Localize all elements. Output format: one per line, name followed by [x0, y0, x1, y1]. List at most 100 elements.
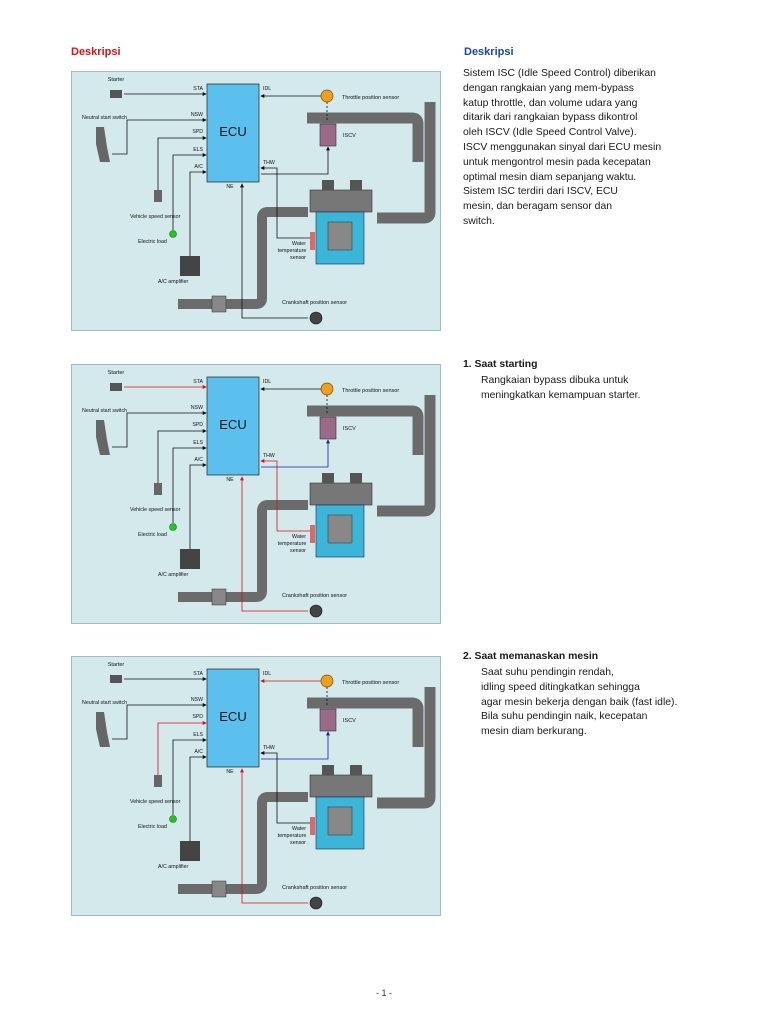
section-2-body: Saat suhu pendingin rendah, idling speed…	[481, 666, 677, 740]
intro-line: untuk mengontrol mesin pada kecepatan	[463, 156, 651, 168]
electric-load-label: Electric load	[138, 239, 167, 245]
engine-valve-left	[322, 473, 334, 483]
thw-line	[260, 751, 310, 824]
els-line	[172, 738, 207, 815]
iscv-line	[261, 439, 330, 468]
crankshaft-sensor-label: Crankshaft position sensor	[282, 885, 347, 891]
iscv-line	[261, 146, 330, 175]
bypass-pipe	[307, 112, 424, 162]
vehicle-speed-sensor-label: Vehicle speed sensor	[130, 214, 181, 220]
ac-amplifier-icon	[180, 549, 200, 569]
pin-thw-label: THW	[263, 745, 275, 751]
pin-ac-label: A/C	[194, 164, 203, 170]
ac-amplifier-label: A/C amplifier	[158, 864, 189, 870]
intro-text: Sistem ISC (Idle Speed Control) diberika…	[463, 67, 661, 230]
ne-line	[240, 768, 308, 904]
iscv-line	[261, 731, 330, 760]
throttle-sensor-icon	[320, 382, 334, 396]
crankshaft-sensor-icon	[309, 604, 323, 618]
vehicle-speed-sensor-icon	[154, 190, 162, 202]
exhaust-pipe	[178, 500, 308, 602]
section-2-title: 2. Saat memanaskan mesin	[463, 651, 599, 662]
iscv-body	[319, 123, 337, 147]
crankshaft-sensor-icon	[309, 896, 323, 910]
starter-label: Starter	[108, 662, 125, 668]
pin-nsw-label: NSW	[191, 697, 203, 703]
intake-pipe	[377, 687, 436, 809]
section-line: Saat suhu pendingin rendah,	[481, 667, 614, 678]
ecu-label: ECU	[219, 709, 246, 724]
vehicle-speed-sensor-label: Vehicle speed sensor	[130, 799, 181, 805]
bypass-pipe	[307, 697, 424, 747]
engine-valve-right	[350, 180, 362, 190]
intro-line: oleh ISCV (Idle Speed Control Valve).	[463, 127, 637, 139]
bypass-pipe	[307, 405, 424, 455]
ecu-label: ECU	[219, 417, 246, 432]
pin-ne-label: NE	[226, 769, 234, 775]
intro-line: ISCV menggunakan sinyal dari ECU mesin	[463, 141, 662, 153]
crank-pulley	[211, 588, 227, 606]
throttle-sensor-label: Throttle position sensor	[342, 388, 399, 394]
engine-head	[309, 189, 373, 213]
starter-icon	[110, 90, 122, 98]
vehicle-speed-sensor-label: Vehicle speed sensor	[130, 507, 181, 513]
crankshaft-sensor-icon	[309, 311, 323, 325]
throttle-sensor-label: Throttle position sensor	[342, 680, 399, 686]
neutral-switch-label: Neutral start switch	[82, 408, 127, 414]
water-temp-label-1: Water	[292, 826, 306, 832]
iscv-label: ISCV	[343, 718, 356, 724]
water-temp-label-1: Water	[292, 241, 306, 247]
throttle-sensor-icon	[320, 89, 334, 103]
electric-load-label: Electric load	[138, 532, 167, 538]
vehicle-speed-sensor-icon	[154, 483, 162, 495]
pin-spd-label: SPD	[192, 714, 203, 720]
ac-amplifier-icon	[180, 841, 200, 861]
nsw-line	[112, 411, 207, 448]
pin-els-label: ELS	[193, 732, 203, 738]
iscv-body	[319, 416, 337, 440]
water-temp-sensor-icon	[310, 525, 315, 543]
intake-pipe	[377, 395, 436, 517]
intro-line: Sistem ISC terdiri dari ISCV, ECU	[463, 186, 618, 198]
pin-idl-label: IDL	[263, 671, 271, 677]
left-heading: Deskripsi	[71, 46, 121, 58]
water-temp-label-2: temperature	[278, 248, 307, 254]
nsw-line	[112, 118, 207, 155]
water-temp-label-3: sensor	[290, 548, 306, 554]
spd-line	[157, 136, 207, 190]
crankshaft-sensor-label: Crankshaft position sensor	[282, 593, 347, 599]
pin-thw-label: THW	[263, 453, 275, 459]
intro-line: dengan rangkaian yang mem-bypass	[463, 82, 634, 94]
water-temp-label-1: Water	[292, 534, 306, 540]
water-temp-label-2: temperature	[278, 833, 307, 839]
iscv-label: ISCV	[343, 133, 356, 139]
piston	[327, 806, 353, 836]
pin-ac-label: A/C	[194, 457, 203, 463]
neutral-switch-icon	[96, 420, 110, 455]
pin-els-label: ELS	[193, 440, 203, 446]
section-line: idling speed ditingkatkan sehingga	[481, 681, 640, 693]
crank-pulley	[211, 880, 227, 898]
electric-load-label: Electric load	[138, 824, 167, 830]
ac-line	[189, 463, 207, 549]
piston	[327, 221, 353, 251]
pin-sta-label: STA	[193, 86, 203, 92]
section-1-title: 1. Saat starting	[463, 359, 538, 370]
section-1-body: Rangkaian bypass dibuka untuk meningkatk…	[481, 374, 640, 404]
piston	[327, 514, 353, 544]
neutral-switch-label: Neutral start switch	[82, 700, 127, 706]
water-temp-sensor-icon	[310, 817, 315, 835]
engine-head	[309, 774, 373, 798]
ac-amplifier-label: A/C amplifier	[158, 279, 189, 285]
starter-label: Starter	[108, 370, 125, 376]
water-temp-label-2: temperature	[278, 541, 307, 547]
neutral-switch-label: Neutral start switch	[82, 115, 127, 121]
els-line	[172, 153, 207, 230]
electric-load-icon	[169, 815, 177, 823]
neutral-switch-icon	[96, 712, 110, 747]
spd-line	[157, 429, 207, 483]
water-temp-label-3: sensor	[290, 840, 306, 846]
throttle-sensor-icon	[320, 674, 334, 688]
page-number: - 1 -	[375, 988, 392, 998]
